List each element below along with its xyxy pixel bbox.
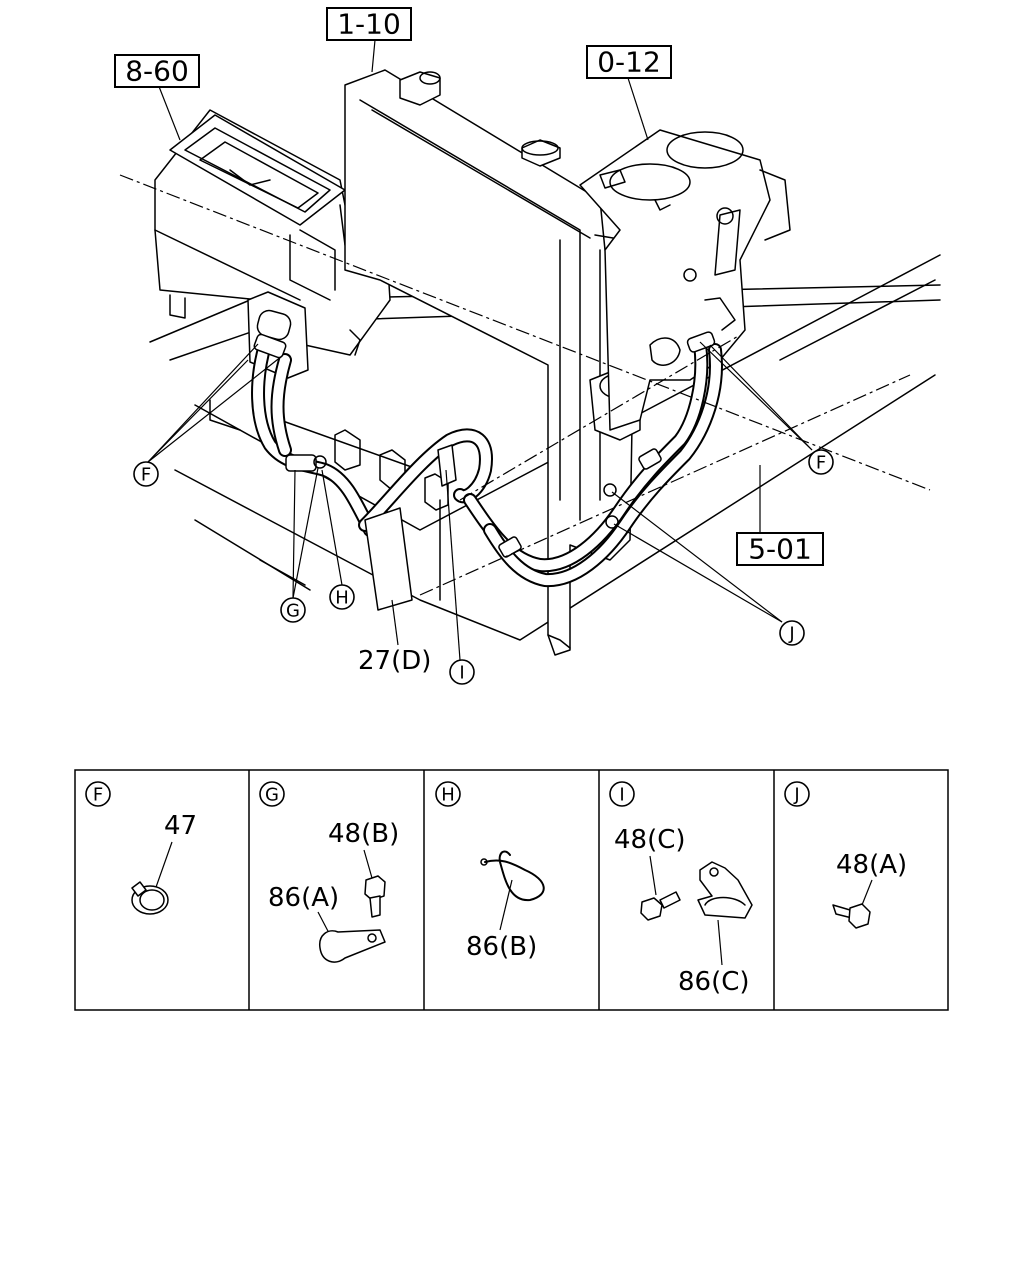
detail-panel-f: F 47 bbox=[85, 781, 197, 915]
detail-h-clip-label: 86(B) bbox=[466, 932, 537, 962]
reference-frame: 5-01 bbox=[736, 532, 824, 566]
reference-heater-text: 8-60 bbox=[125, 55, 189, 88]
bracket-icon bbox=[697, 861, 753, 919]
detail-panel-g: G 48(B) 86(A) bbox=[259, 781, 399, 963]
reference-radiator: 1-10 bbox=[326, 7, 412, 41]
detail-g-bolt-label: 48(B) bbox=[328, 819, 399, 849]
detail-f-clamp-label: 47 bbox=[164, 811, 197, 841]
callout-g-text: G bbox=[286, 601, 300, 622]
detail-panel-j: J 48(A) bbox=[784, 781, 907, 929]
callout-f-right: F bbox=[808, 449, 834, 475]
callout-h-text: H bbox=[335, 588, 349, 609]
bolt-icon bbox=[640, 891, 681, 921]
detail-panel-h: H 86(B) bbox=[435, 781, 545, 962]
callout-j-text: J bbox=[788, 624, 794, 645]
callout-g: G bbox=[280, 597, 306, 623]
leader-lines bbox=[147, 39, 813, 661]
detail-i-bolt-label: 48(C) bbox=[614, 825, 686, 855]
wire-clip-icon bbox=[480, 850, 545, 902]
bolt-icon bbox=[832, 903, 871, 929]
detail-g-clip-label: 86(A) bbox=[268, 883, 339, 913]
detail-panel-g-key: G bbox=[265, 785, 279, 806]
detail-panel-i: I 48(C) 86(C) bbox=[609, 781, 753, 997]
detail-panel-i-key: I bbox=[619, 785, 624, 806]
callout-f-right-text: F bbox=[816, 453, 826, 474]
callout-f-left: F bbox=[133, 461, 159, 487]
detail-panel-f-key: F bbox=[93, 785, 103, 806]
bolt-icon bbox=[364, 875, 386, 918]
callout-h: H bbox=[329, 584, 355, 610]
detail-panels: F 47 G 48(B) 86(A) bbox=[74, 769, 949, 1011]
engine-block bbox=[579, 129, 791, 431]
reference-radiator-text: 1-10 bbox=[337, 8, 401, 41]
reference-engine-text: 0-12 bbox=[597, 46, 661, 79]
pipe-clip-icon bbox=[319, 929, 386, 963]
hose-clamp-icon bbox=[131, 881, 169, 915]
detail-j-bolt-label: 48(A) bbox=[836, 850, 907, 880]
detail-panel-j-key: J bbox=[793, 785, 799, 806]
center-lines bbox=[119, 174, 931, 596]
reference-frame-text: 5-01 bbox=[748, 533, 812, 566]
callout-j: J bbox=[779, 620, 805, 646]
label-hose-27d: 27(D) bbox=[358, 646, 431, 676]
reference-engine: 0-12 bbox=[586, 45, 672, 79]
callout-i-text: I bbox=[459, 663, 464, 684]
detail-i-bracket-label: 86(C) bbox=[678, 967, 750, 997]
reference-heater: 8-60 bbox=[114, 54, 200, 88]
detail-panel-h-key: H bbox=[441, 785, 455, 806]
callout-f-left-text: F bbox=[141, 465, 151, 486]
callout-i: I bbox=[449, 659, 475, 685]
